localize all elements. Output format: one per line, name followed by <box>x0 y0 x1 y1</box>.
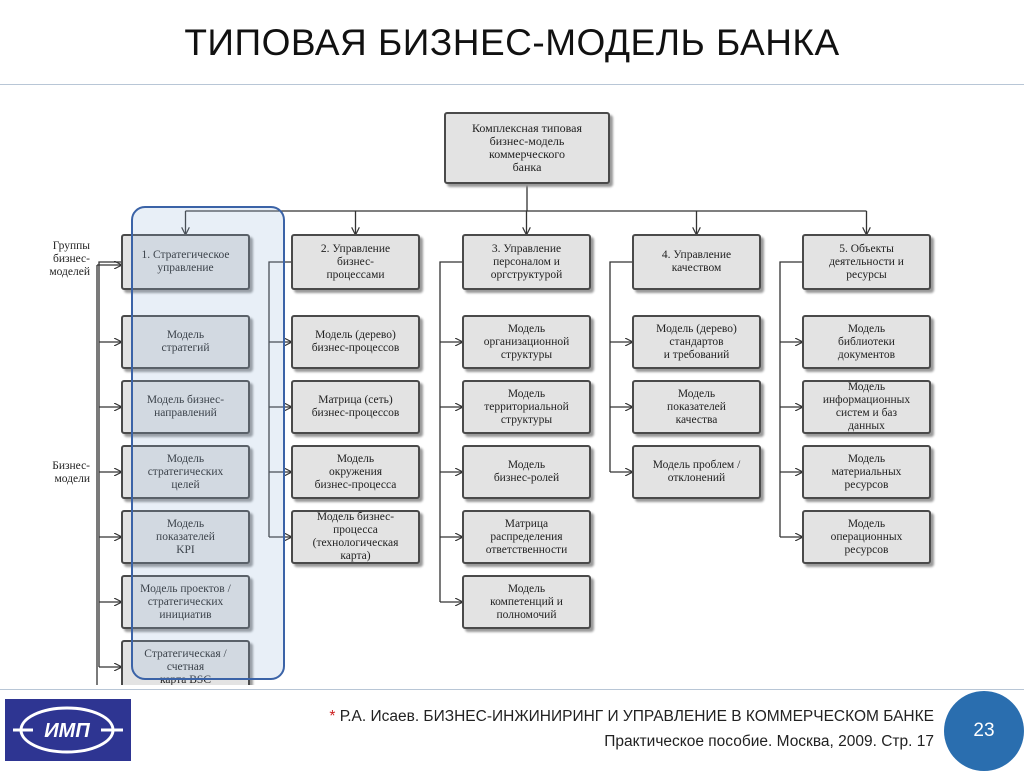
model-node-4-2: Модель показателей качества <box>632 380 761 434</box>
imp-logo: ИМП <box>5 699 131 761</box>
root-node: Комплексная типовая бизнес-модель коммер… <box>444 112 610 184</box>
model-node-2-2: Матрица (сеть) бизнес-процессов <box>291 380 420 434</box>
business-model-diagram: Комплексная типовая бизнес-модель коммер… <box>0 95 1024 685</box>
slide-title: ТИПОВАЯ БИЗНЕС-МОДЕЛЬ БАНКА <box>184 22 840 63</box>
citation-line-1: * Р.А. Исаев. БИЗНЕС-ИНЖИНИРИНГ И УПРАВЛ… <box>329 708 934 726</box>
group-node-1: 1. Стратегическое управление <box>121 234 250 290</box>
model-node-2-4: Модель бизнес- процесса (технологическая… <box>291 510 420 564</box>
model-node-5-1: Модель библиотеки документов <box>802 315 931 369</box>
model-node-5-2: Модель информационных систем и баз данны… <box>802 380 931 434</box>
side-label-groups: Группы бизнес- моделей <box>49 240 90 278</box>
model-node-5-3: Модель материальных ресурсов <box>802 445 931 499</box>
imp-logo-icon: ИМП <box>13 706 123 754</box>
model-node-4-3: Модель проблем / отклонений <box>632 445 761 499</box>
model-node-1-1: Модель стратегий <box>121 315 250 369</box>
group-node-5: 5. Объекты деятельности и ресурсы <box>802 234 931 290</box>
citation-line-2: Практическое пособие. Москва, 2009. Стр.… <box>604 733 934 750</box>
citation-star: * <box>329 708 336 725</box>
model-node-2-3: Модель окружения бизнес-процесса <box>291 445 420 499</box>
group-node-2: 2. Управление бизнес- процессами <box>291 234 420 290</box>
footer-divider <box>0 689 1024 690</box>
model-node-3-1: Модель организационной структуры <box>462 315 591 369</box>
model-node-1-2: Модель бизнес- направлений <box>121 380 250 434</box>
group-node-4: 4. Управление качеством <box>632 234 761 290</box>
page-number-badge: 23 <box>944 691 1024 771</box>
model-node-1-6: Стратегическая / счетная карта BSC <box>121 640 250 685</box>
model-node-1-4: Модель показателей KPI <box>121 510 250 564</box>
model-node-2-1: Модель (дерево) бизнес-процессов <box>291 315 420 369</box>
model-node-4-1: Модель (дерево) стандартов и требований <box>632 315 761 369</box>
model-node-1-5: Модель проектов / стратегических инициат… <box>121 575 250 629</box>
title-divider <box>0 84 1024 85</box>
svg-text:ИМП: ИМП <box>44 720 90 742</box>
group-node-3: 3. Управление персоналом и оргструктурой <box>462 234 591 290</box>
model-node-3-4: Матрица распределения ответственности <box>462 510 591 564</box>
side-label-models: Бизнес- модели <box>52 460 90 485</box>
model-node-3-2: Модель территориальной структуры <box>462 380 591 434</box>
citation-text: Р.А. Исаев. БИЗНЕС-ИНЖИНИРИНГ И УПРАВЛЕН… <box>339 708 934 725</box>
model-node-3-3: Модель бизнес-ролей <box>462 445 591 499</box>
model-node-1-3: Модель стратегических целей <box>121 445 250 499</box>
model-node-3-5: Модель компетенций и полномочий <box>462 575 591 629</box>
model-node-5-4: Модель операционных ресурсов <box>802 510 931 564</box>
